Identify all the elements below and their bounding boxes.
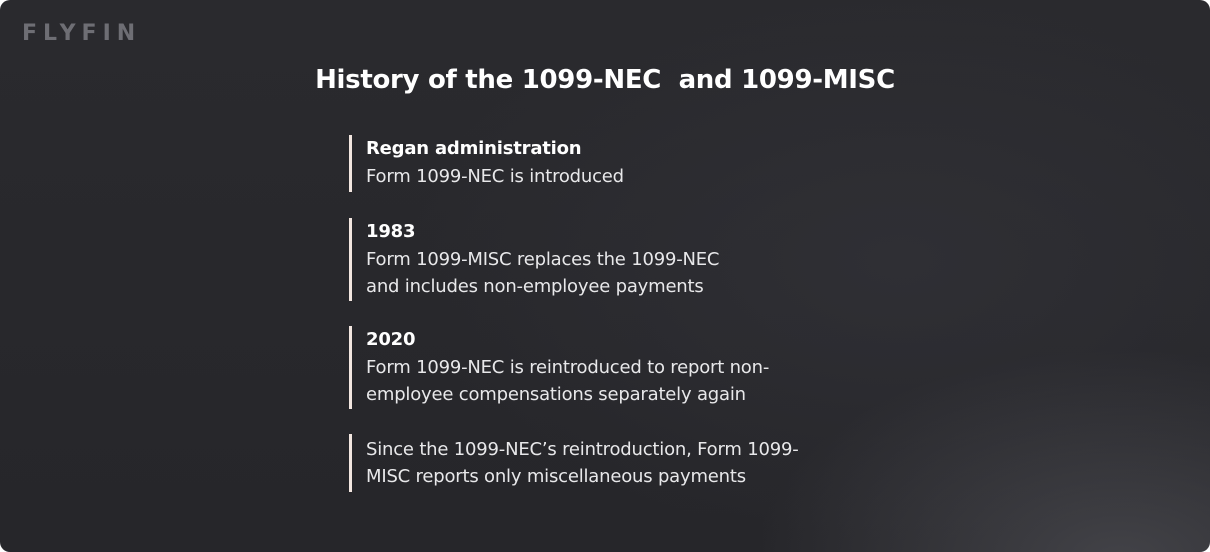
timeline-entry-text: Form 1099-NEC is reintroduced to report … bbox=[366, 357, 770, 405]
timeline-entry-heading: 1983 bbox=[366, 221, 416, 242]
timeline-entry-since-reintroduction: Since the 1099-NEC’s reintroduction, For… bbox=[349, 434, 869, 492]
page-title: History of the 1099-NEC and 1099-MISC bbox=[315, 65, 895, 95]
timeline-entry-regan: Regan administration Form 1099-NEC is in… bbox=[349, 135, 869, 192]
flyfin-logo: FLYFIN bbox=[22, 21, 142, 46]
timeline-entry-text: Form 1099-NEC is introduced bbox=[366, 166, 624, 187]
timeline-entry-text: Since the 1099-NEC’s reintroduction, For… bbox=[366, 439, 799, 487]
timeline-entry-2020: 2020 Form 1099-NEC is reintroduced to re… bbox=[349, 326, 869, 409]
timeline-entry-heading: Regan administration bbox=[366, 138, 582, 159]
timeline-entry-heading: 2020 bbox=[366, 329, 416, 350]
timeline-entry-1983: 1983 Form 1099-MISC replaces the 1099-NE… bbox=[349, 218, 869, 301]
timeline-entry-text: Form 1099-MISC replaces the 1099-NEC and… bbox=[366, 249, 720, 297]
